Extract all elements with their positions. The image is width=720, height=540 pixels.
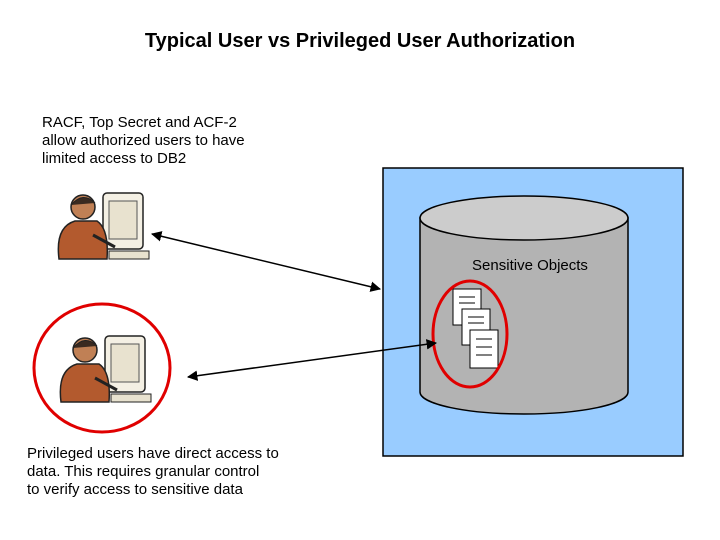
typical-access-arrow [150, 231, 382, 292]
user-at-computer-icon [59, 335, 152, 403]
user-at-computer-icon [57, 192, 150, 260]
diagram-title: Typical User vs Privileged User Authoriz… [144, 30, 576, 52]
privileged-user-highlight [32, 302, 172, 434]
privileged-access-arrow [186, 339, 438, 381]
database-label: Sensitive Objects [472, 257, 588, 274]
document-stack-icon [452, 288, 499, 369]
sensitive-data-highlight [431, 279, 509, 389]
privileged-user-note: Privileged users have direct access to d… [27, 445, 279, 498]
typical-user-note: RACF, Top Secret and ACF-2 allow authori… [42, 114, 245, 167]
